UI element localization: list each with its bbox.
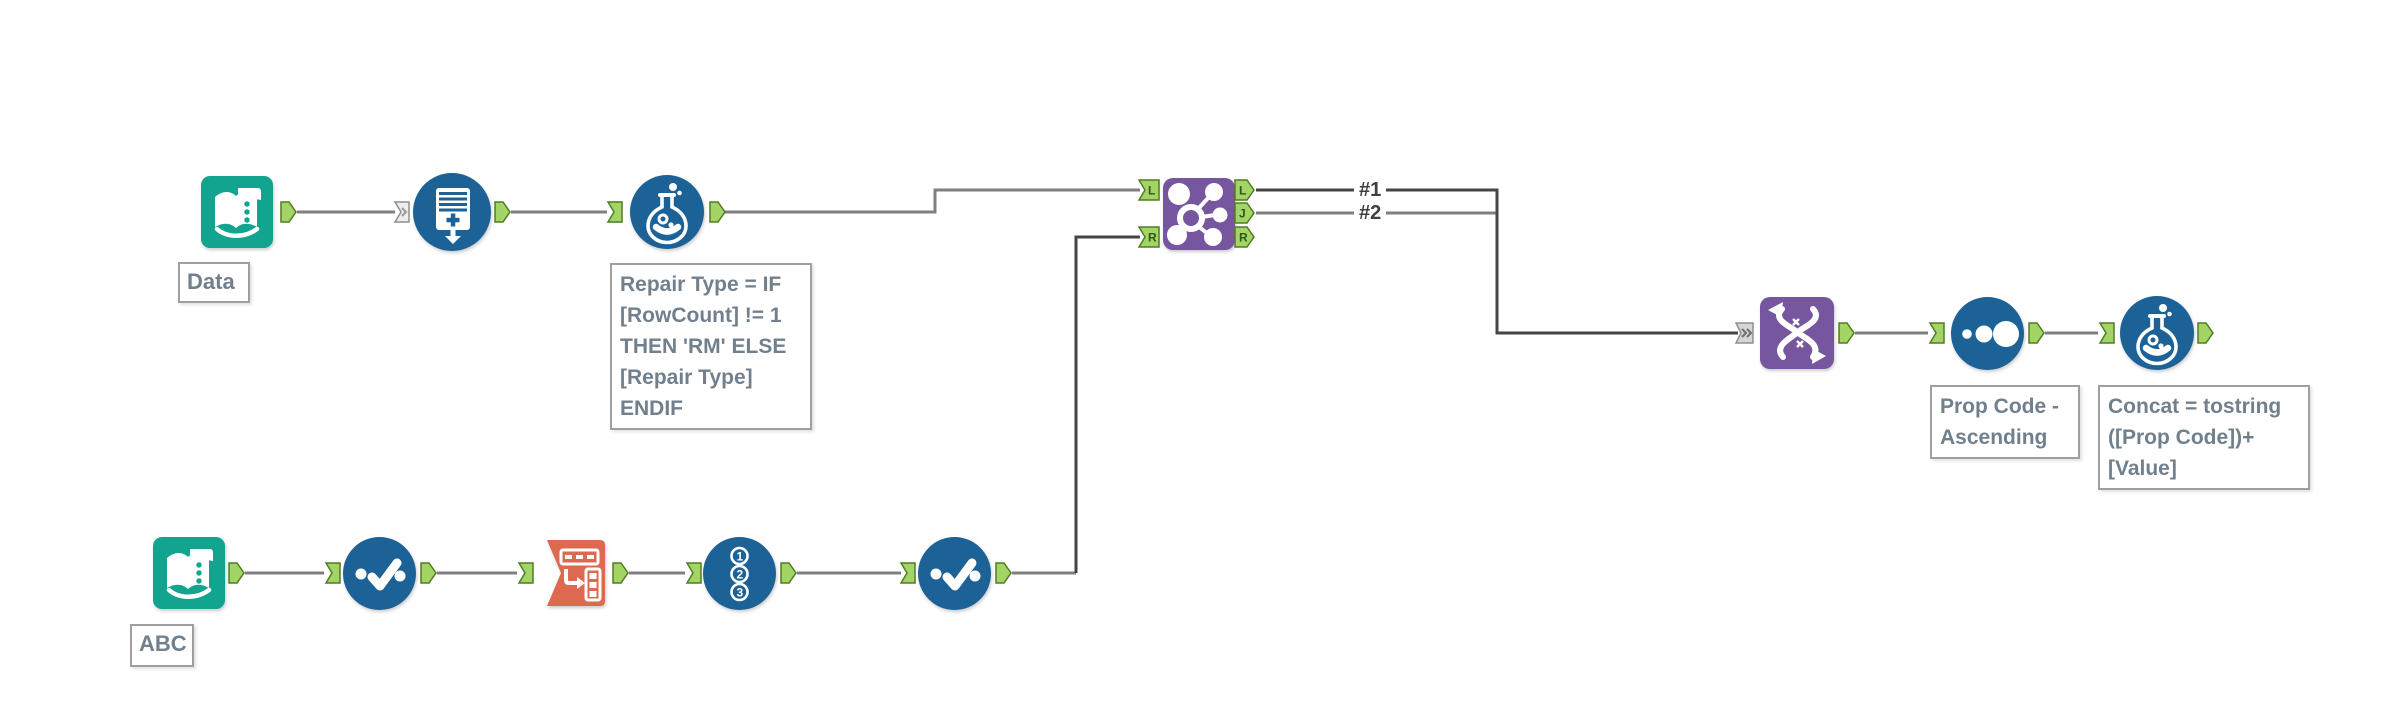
output-anchor-abc[interactable] — [228, 561, 246, 585]
connection-label-2[interactable]: #2 — [1354, 201, 1387, 225]
output-anchor-record-id[interactable] — [780, 561, 798, 585]
input-anchor-record-id[interactable] — [685, 561, 703, 585]
annotation-formula-output[interactable]: Concat = tostring ([Prop Code])+ [Value] — [2098, 385, 2310, 490]
join-icon — [1163, 178, 1235, 250]
generate-rows-tool[interactable] — [412, 172, 492, 252]
input-data-icon — [201, 176, 273, 248]
output-anchor-transpose[interactable] — [612, 561, 630, 585]
input-data-tool-data[interactable] — [200, 175, 274, 249]
join-input-anchor-left[interactable]: L — [1138, 178, 1161, 202]
generate-rows-icon — [413, 173, 491, 251]
annotation-data[interactable]: Data — [178, 262, 250, 303]
sort-tool[interactable] — [1950, 296, 2025, 371]
formula-icon — [630, 175, 704, 249]
transpose-icon — [547, 540, 605, 606]
wire-select2-to-join-R[interactable] — [1074, 235, 1140, 573]
svg-text:L: L — [1239, 184, 1246, 198]
transpose-tool[interactable] — [534, 536, 610, 610]
formula-icon — [2120, 296, 2194, 370]
formula-tool-top[interactable] — [629, 174, 705, 250]
svg-text:R: R — [1148, 231, 1157, 245]
output-anchor-formula-top[interactable] — [709, 200, 727, 224]
output-anchor-formula-output[interactable] — [2197, 321, 2215, 345]
output-anchor-generate-rows[interactable] — [494, 200, 512, 224]
join-input-anchor-right[interactable]: R — [1138, 225, 1161, 249]
input-anchor-select1[interactable] — [324, 561, 342, 585]
annotation-abc[interactable]: ABC — [130, 624, 194, 667]
join-output-anchor-left[interactable]: L — [1234, 178, 1257, 202]
union-multi-input-anchor[interactable] — [1735, 321, 1755, 345]
output-anchor-select2[interactable] — [995, 561, 1013, 585]
join-output-anchor-right[interactable]: R — [1234, 225, 1257, 249]
select-tool-2[interactable] — [917, 536, 992, 611]
union-icon — [1760, 297, 1834, 369]
svg-text:2: 2 — [737, 568, 744, 582]
input-data-icon — [153, 537, 225, 609]
input-anchor-transpose[interactable] — [517, 561, 535, 585]
output-anchor-select1[interactable] — [420, 561, 438, 585]
select-icon — [918, 537, 991, 610]
join-tool[interactable] — [1162, 177, 1236, 251]
join-output-anchor-join[interactable]: J — [1234, 201, 1257, 225]
wire-formula-to-join-L[interactable] — [724, 188, 1140, 214]
svg-text:R: R — [1239, 231, 1248, 245]
sort-icon — [1951, 297, 2024, 370]
annotation-sort[interactable]: Prop Code - Ascending — [1930, 385, 2080, 459]
connection-label-1[interactable]: #1 — [1354, 178, 1387, 202]
record-id-tool[interactable]: 1 2 3 — [702, 536, 777, 611]
output-anchor-union[interactable] — [1838, 321, 1856, 345]
output-anchor-sort[interactable] — [2028, 321, 2046, 345]
formula-tool-output[interactable] — [2119, 295, 2195, 371]
wire-join-L-to-union[interactable] — [1256, 188, 1738, 335]
union-tool[interactable] — [1759, 296, 1835, 370]
input-anchor-generate-rows[interactable] — [393, 200, 411, 224]
input-anchor-select2[interactable] — [899, 561, 917, 585]
record-id-icon: 1 2 3 — [703, 537, 776, 610]
svg-text:3: 3 — [737, 586, 744, 600]
svg-text:L: L — [1148, 184, 1155, 198]
select-icon — [343, 537, 416, 610]
input-anchor-formula-output[interactable] — [2098, 321, 2116, 345]
input-anchor-formula-top[interactable] — [606, 200, 624, 224]
output-anchor-data[interactable] — [280, 200, 298, 224]
input-data-tool-abc[interactable] — [152, 536, 226, 610]
svg-text:1: 1 — [737, 550, 744, 564]
input-anchor-sort[interactable] — [1928, 321, 1946, 345]
select-tool-1[interactable] — [342, 536, 417, 611]
svg-text:J: J — [1239, 207, 1246, 221]
annotation-formula-top[interactable]: Repair Type = IF [RowCount] != 1 THEN 'R… — [610, 263, 812, 430]
